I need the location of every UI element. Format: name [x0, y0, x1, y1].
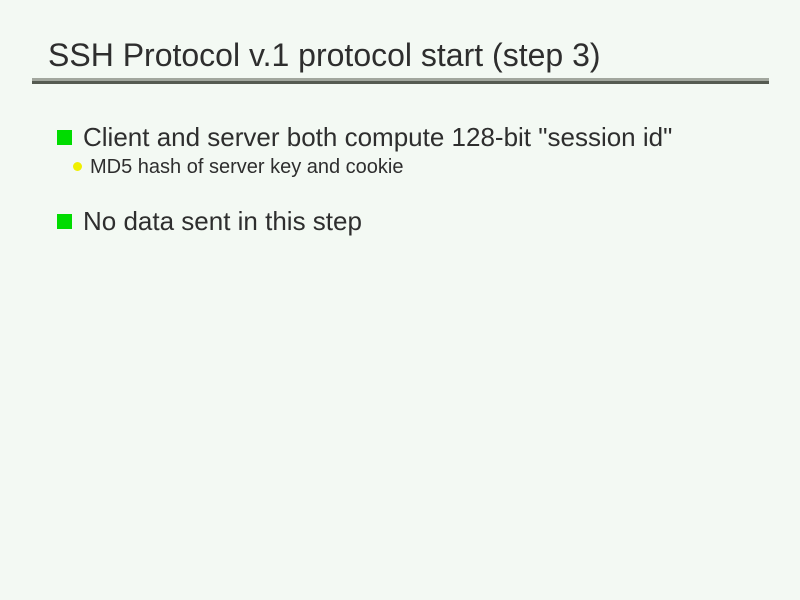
title-rule-light-band — [32, 78, 769, 81]
page-title: SSH Protocol v.1 protocol start (step 3) — [48, 37, 601, 73]
bullet-item-2: No data sent in this step — [57, 206, 362, 237]
sub-bullet-text: MD5 hash of server key and cookie — [90, 156, 404, 178]
circle-bullet-icon — [73, 162, 82, 171]
bullet-text: No data sent in this step — [83, 206, 362, 236]
title-rule-dark-band — [32, 81, 769, 84]
square-bullet-icon — [57, 214, 72, 229]
square-bullet-icon — [57, 130, 72, 145]
sub-bullet-item-1: MD5 hash of server key and cookie — [73, 155, 404, 179]
bullet-item-1: Client and server both compute 128-bit "… — [57, 122, 672, 153]
bullet-text: Client and server both compute 128-bit "… — [83, 122, 673, 152]
title-rule — [32, 78, 769, 84]
